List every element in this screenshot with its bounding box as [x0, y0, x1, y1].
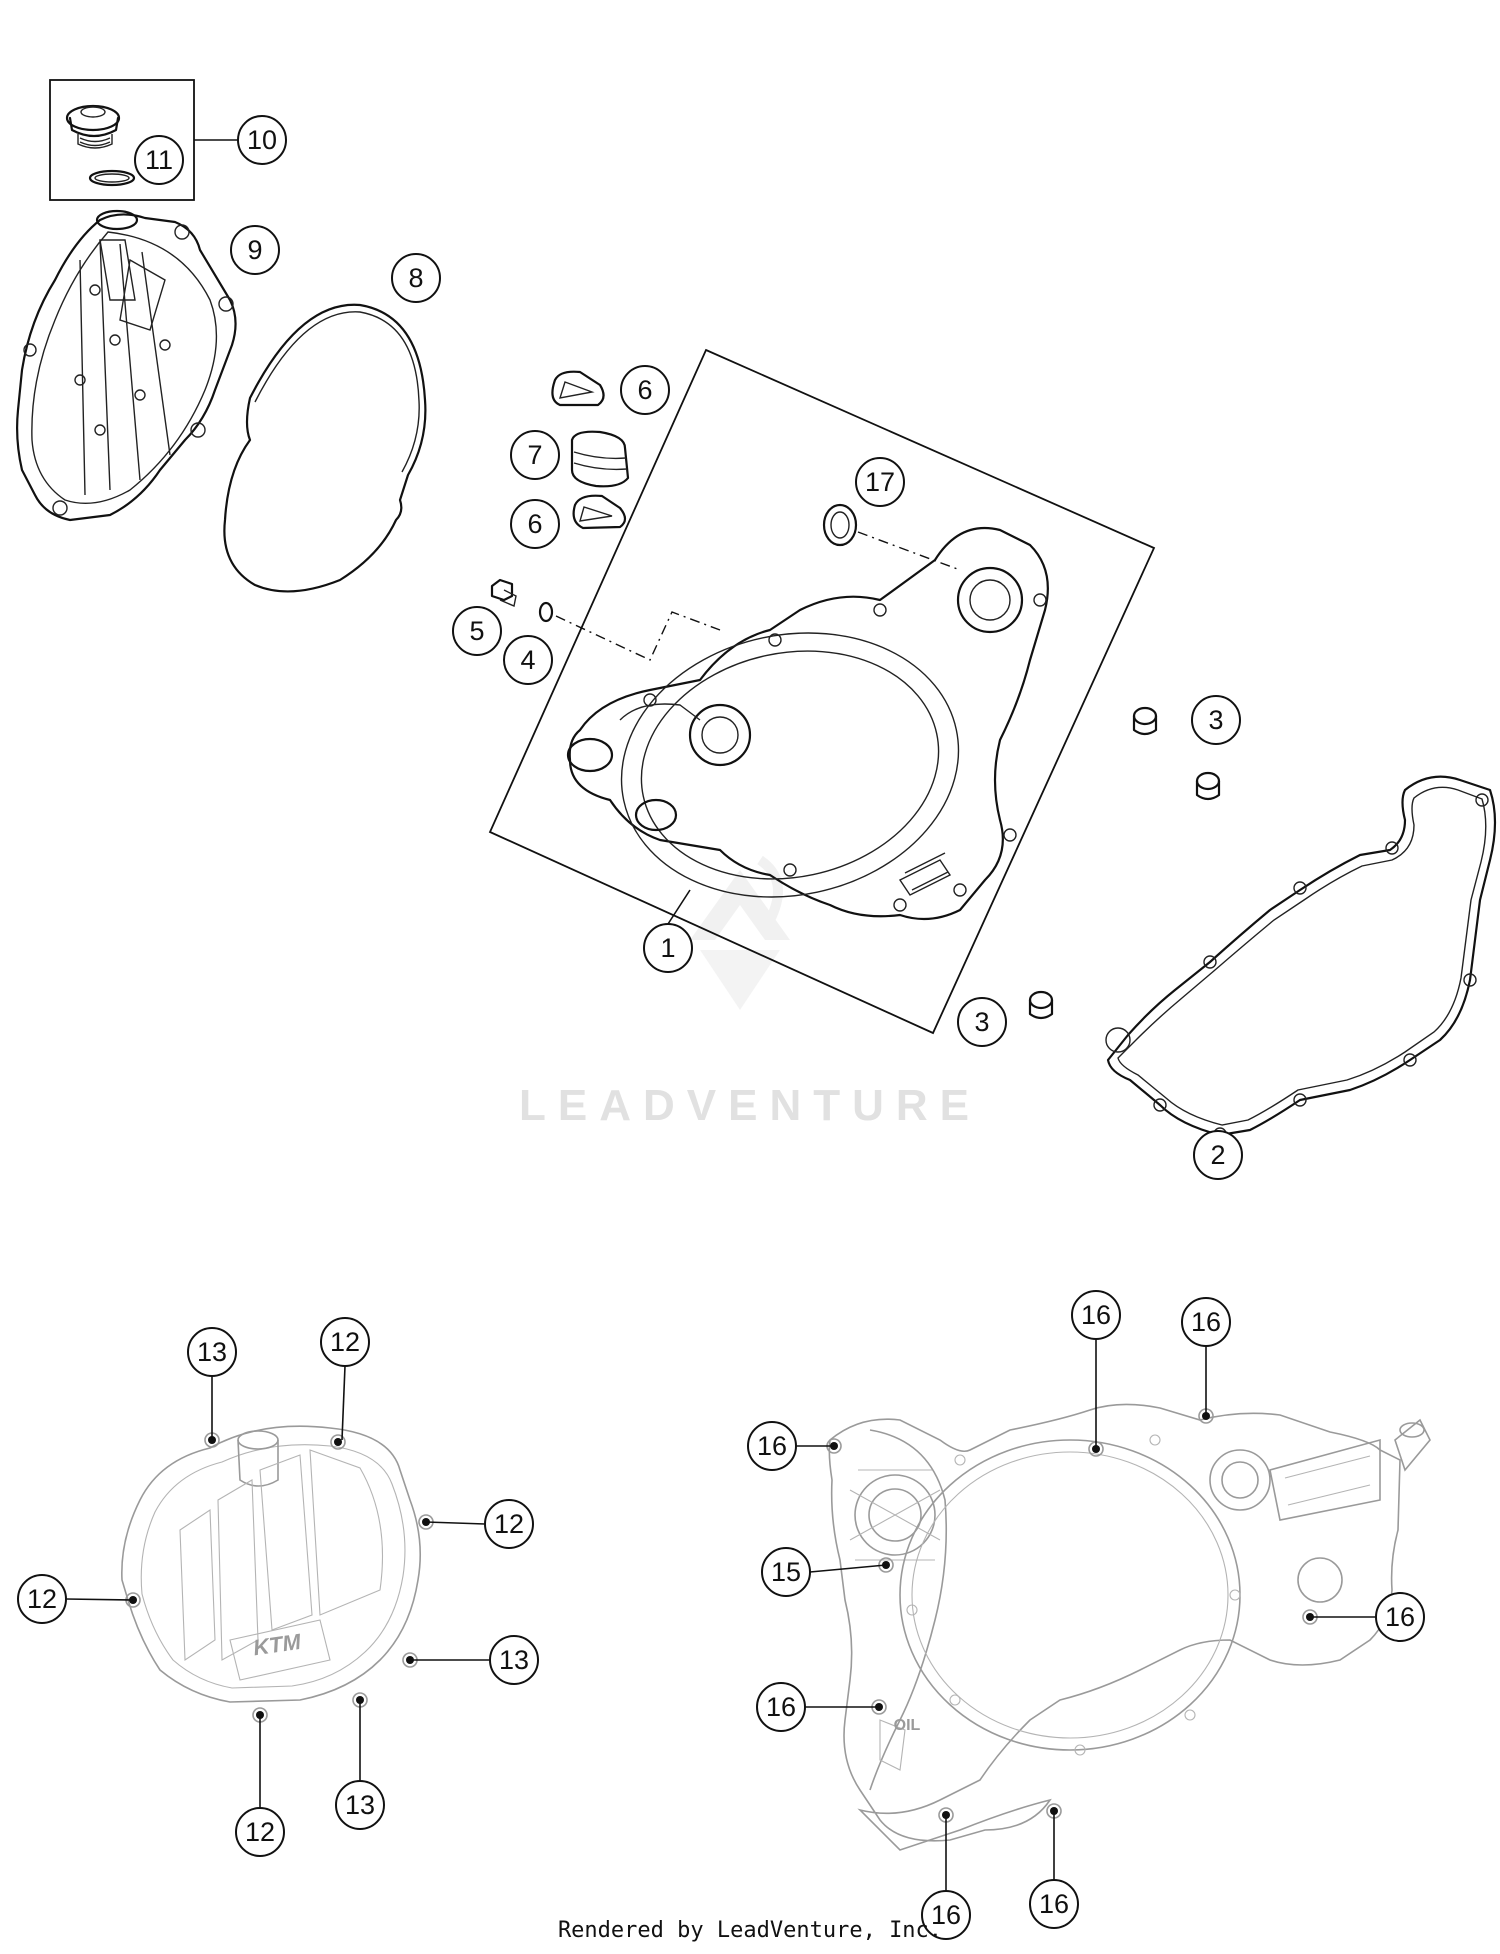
svg-text:13: 13: [345, 1790, 375, 1820]
rubber-plug: [570, 430, 630, 488]
plug-gasket-bottom: [572, 494, 627, 530]
svg-text:15: 15: [771, 1557, 801, 1587]
dowel-sleeve-2: [1195, 771, 1221, 801]
oil-mark-engraving: OIL: [894, 1717, 921, 1734]
inner-clutch-cover: [566, 526, 1049, 921]
callout-16-bottom-left: 16: [921, 1890, 971, 1940]
svg-text:16: 16: [1385, 1602, 1415, 1632]
callout-12-top: 12: [320, 1317, 370, 1367]
svg-text:12: 12: [330, 1327, 360, 1357]
svg-text:12: 12: [245, 1817, 275, 1847]
clutch-cover-assembly-box: [488, 348, 1156, 1035]
svg-text:2: 2: [1210, 1140, 1225, 1170]
callout-13-right: 13: [489, 1635, 539, 1685]
callout-16-left-top: 16: [747, 1421, 797, 1471]
inner-cover-bolt-view: [826, 1403, 1431, 1851]
outer-cover-bolt-view: [121, 1425, 434, 1723]
plug-gasket-top: [551, 370, 605, 407]
svg-text:4: 4: [520, 645, 535, 675]
callout-16-right: 16: [1375, 1592, 1425, 1642]
svg-text:11: 11: [145, 145, 173, 175]
callout-5: 5: [452, 606, 502, 656]
callout-7: 7: [510, 430, 560, 480]
svg-text:3: 3: [1208, 705, 1223, 735]
callout-1: 1: [643, 923, 693, 973]
callout-4: 4: [503, 635, 553, 685]
callout-13-top: 13: [187, 1327, 237, 1377]
svg-text:16: 16: [1081, 1300, 1111, 1330]
svg-text:5: 5: [469, 616, 484, 646]
bolt-location-12a: [334, 1438, 342, 1446]
cover-logo-engraving: KTM: [252, 1629, 303, 1660]
outer-clutch-cover: [16, 209, 237, 522]
svg-text:10: 10: [247, 125, 277, 155]
callout-12-left: 12: [17, 1574, 67, 1624]
callout-16-bottom-right: 16: [1029, 1879, 1079, 1929]
callout-13-bottom: 13: [335, 1780, 385, 1830]
callout-6-top: 6: [620, 365, 670, 415]
callout-9: 9: [230, 225, 280, 275]
svg-text:17: 17: [865, 467, 895, 497]
render-credit: Rendered by LeadVenture, Inc.: [557, 1918, 943, 1943]
callout-3-top: 3: [1191, 695, 1241, 745]
callout-11: 11: [134, 135, 184, 185]
callout-16-top-left: 16: [1071, 1290, 1121, 1340]
drain-screw: [490, 578, 517, 607]
inner-cover-gasket: [1105, 775, 1497, 1141]
callout-17: 17: [855, 457, 905, 507]
svg-text:6: 6: [527, 509, 542, 539]
oil-filler-plug: [65, 104, 121, 149]
callout-12-right: 12: [484, 1499, 534, 1549]
svg-text:13: 13: [499, 1645, 529, 1675]
filler-plug-o-ring: [88, 169, 136, 187]
callout-12-bottom: 12: [235, 1807, 285, 1857]
callout-15: 15: [761, 1547, 811, 1597]
dowel-sleeve-1: [1132, 706, 1158, 736]
callout-16-top-right: 16: [1181, 1297, 1231, 1347]
watermark-logo: [690, 855, 790, 1010]
svg-text:16: 16: [931, 1900, 961, 1930]
watermark-text: LEADVENTURE: [519, 1081, 981, 1130]
callout-6-bottom: 6: [510, 499, 560, 549]
svg-text:16: 16: [1039, 1889, 1069, 1919]
seal-ring: [538, 601, 554, 623]
svg-text:3: 3: [974, 1007, 989, 1037]
svg-text:16: 16: [1191, 1307, 1221, 1337]
svg-text:16: 16: [766, 1692, 796, 1722]
svg-text:16: 16: [757, 1431, 787, 1461]
svg-text:13: 13: [197, 1337, 227, 1367]
svg-text:6: 6: [637, 375, 652, 405]
svg-text:12: 12: [27, 1584, 57, 1614]
svg-text:1: 1: [660, 933, 675, 963]
svg-text:8: 8: [408, 263, 423, 293]
callout-10: 10: [237, 115, 287, 165]
callout-2: 2: [1193, 1130, 1243, 1180]
callout-16-left-bottom: 16: [756, 1682, 806, 1732]
dowel-sleeve-3: [1028, 990, 1054, 1020]
outer-cover-gasket: [223, 303, 427, 593]
callout-8: 8: [391, 253, 441, 303]
svg-text:9: 9: [247, 235, 262, 265]
svg-text:7: 7: [527, 440, 542, 470]
shaft-seal: [822, 503, 858, 547]
svg-text:12: 12: [494, 1509, 524, 1539]
callout-3-bottom: 3: [957, 997, 1007, 1047]
